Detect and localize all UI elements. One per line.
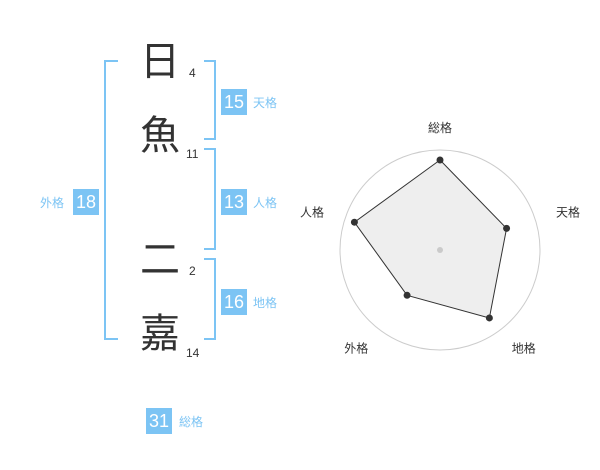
center-dot xyxy=(437,247,443,253)
data-point-0 xyxy=(436,156,444,164)
axis-label-1: 天格 xyxy=(556,204,580,219)
chikaku-value-badge: 16 xyxy=(221,289,247,315)
radar-plot xyxy=(350,156,511,322)
data-point-3 xyxy=(403,291,411,299)
gaikaku-label: 外格 xyxy=(40,196,65,210)
soukaku-value-badge: 31 xyxy=(146,408,172,434)
soukaku-label: 総格 xyxy=(179,415,204,429)
gaikaku-value-badge: 18 xyxy=(73,189,99,215)
axis-label-3: 外格 xyxy=(344,341,368,356)
tenkaku-bracket xyxy=(204,60,216,140)
tenkaku-label: 天格 xyxy=(253,96,278,110)
radar-grid xyxy=(339,149,541,351)
jinkaku-bracket xyxy=(204,148,216,250)
tenkaku-value-badge: 15 xyxy=(221,89,247,115)
axis-label-4: 人格 xyxy=(300,204,324,219)
data-point-2 xyxy=(485,314,493,322)
name-char-3: 二 xyxy=(140,237,180,283)
data-polygon xyxy=(353,159,508,319)
stroke-count-1: 4 xyxy=(189,66,196,80)
stroke-count-4: 14 xyxy=(186,346,200,360)
stroke-count-2: 11 xyxy=(186,147,199,161)
stroke-count-3: 2 xyxy=(189,264,196,278)
data-point-4 xyxy=(350,218,358,226)
jinkaku-label: 人格 xyxy=(253,196,278,210)
chikaku-bracket xyxy=(204,258,216,340)
name-char-2: 魚 xyxy=(140,113,180,159)
data-point-1 xyxy=(503,224,511,232)
axis-label-2: 地格 xyxy=(512,341,536,356)
axis-label-0: 総格 xyxy=(428,120,452,135)
gaikaku-bracket xyxy=(104,60,118,340)
name-char-1: 日 xyxy=(140,39,180,85)
name-char-4: 嘉 xyxy=(140,311,180,357)
jinkaku-value-badge: 13 xyxy=(221,189,247,215)
chikaku-label: 地格 xyxy=(253,296,278,310)
